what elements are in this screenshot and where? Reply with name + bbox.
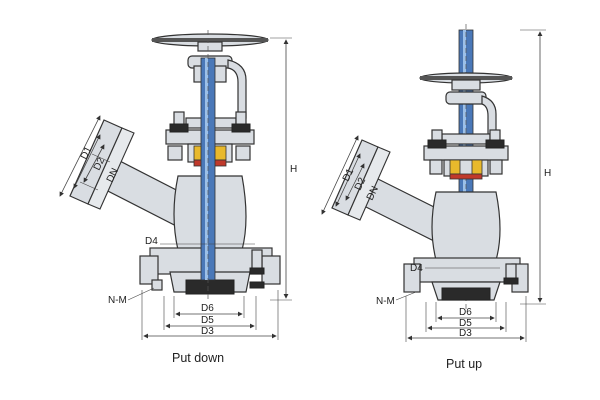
dim-label-nm-left: N-M [108, 295, 127, 306]
dim-label-d1-right: D1 [341, 167, 357, 184]
packing-right [449, 159, 461, 175]
handwheel-left [151, 33, 269, 52]
yoke-right [445, 91, 497, 135]
dim-label-d3-right: D3 [459, 328, 472, 339]
dim-label-d5-left: D5 [201, 315, 214, 326]
put-down-view: H D1 D2 DN D4 N-M D6 D5 D3 Put down [59, 30, 297, 365]
dim-label-d4-right: D4 [410, 263, 423, 274]
dim-label-d6-right: D6 [459, 307, 472, 318]
stem-left [200, 30, 216, 300]
dim-label-d2-right: D2 [353, 176, 369, 193]
caption-put-down: Put down [172, 351, 224, 365]
dimensions-right: H D1 D2 DN D4 N-M D6 D5 D3 [321, 29, 551, 342]
dim-label-d1-left: D1 [79, 145, 95, 162]
yoke-left [187, 55, 247, 119]
bonnet-right [423, 129, 509, 180]
dim-label-d5-right: D5 [459, 318, 472, 329]
gasket-right [449, 173, 483, 180]
dim-label-d6-left: D6 [201, 303, 214, 314]
dim-label-d4-left: D4 [145, 236, 158, 247]
dimensions-left: H D1 D2 DN D4 N-M D6 D5 D3 [59, 37, 297, 340]
dim-label-d2-left: D2 [92, 156, 108, 173]
caption-put-up: Put up [446, 357, 482, 371]
dim-label-h-left: H [290, 164, 297, 175]
dim-label-h-right: H [544, 168, 551, 179]
put-up-view: H D1 D2 DN D4 N-M D6 D5 D3 Put up [321, 24, 551, 371]
dim-label-nm-right: N-M [376, 296, 395, 307]
handwheel-right [419, 72, 513, 91]
dim-label-d3-left: D3 [201, 326, 214, 337]
valve-body-right [403, 191, 529, 301]
